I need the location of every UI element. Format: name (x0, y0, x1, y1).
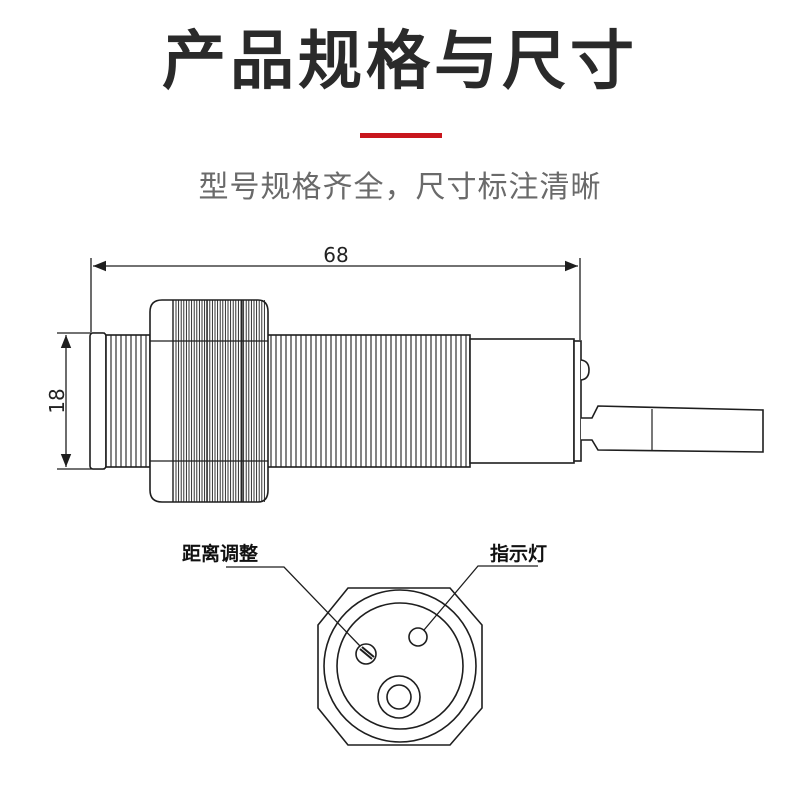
page-subtitle: 型号规格齐全，尺寸标注清晰 (198, 170, 602, 205)
leader-indicator-light (423, 565, 538, 631)
page-title: 产品规格与尺寸 (162, 25, 638, 99)
rear-cap (573, 340, 582, 462)
indicator-window (408, 627, 428, 647)
rear-body (469, 338, 575, 464)
inner-ring (336, 602, 464, 730)
sensor-end-view (317, 587, 483, 746)
distance-adjust-label: 距离调整 (182, 542, 258, 565)
front-thread (105, 334, 151, 468)
screw-slot-2 (361, 646, 375, 658)
screw-slot-1 (359, 648, 373, 660)
cable (581, 405, 764, 453)
title-accent-bar (360, 133, 442, 138)
indicator-light-label: 指示灯 (490, 543, 547, 565)
sensor-side-view (89, 299, 764, 503)
rear-thread (265, 334, 471, 468)
front-lip (89, 332, 107, 470)
indicator-bump (580, 359, 590, 381)
leader-distance-adjust (226, 566, 361, 647)
nut-knurl (175, 300, 265, 502)
callout-leaders (226, 565, 538, 647)
length-value: 68 (323, 243, 348, 267)
lens-inner (386, 684, 412, 710)
diameter-value: 18 (45, 388, 69, 413)
length-dimension (90, 258, 581, 340)
thread-lines (110, 335, 467, 467)
hex-nut (149, 299, 269, 503)
